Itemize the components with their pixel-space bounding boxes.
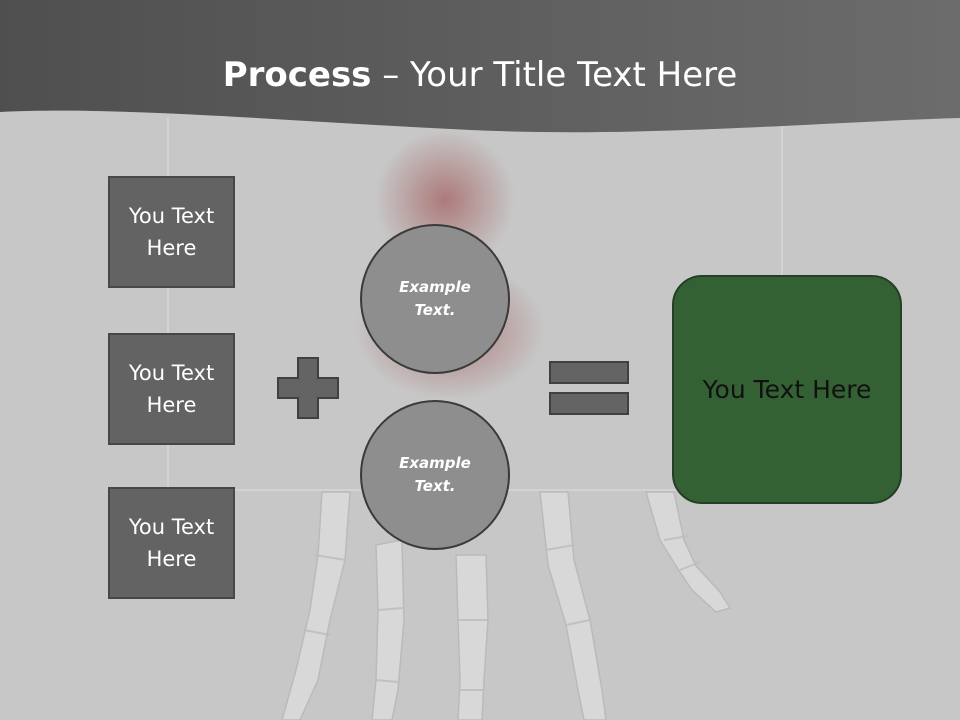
title-rest: – Your Title Text Here bbox=[371, 55, 738, 95]
header-band bbox=[0, 0, 960, 133]
slide-title: Process – Your Title Text Here bbox=[0, 52, 960, 98]
example-circle-1[interactable]: Example Text. bbox=[360, 224, 510, 374]
left-box-2[interactable]: You Text Here bbox=[108, 333, 235, 445]
equals-icon bbox=[549, 361, 629, 415]
title-strong: Process bbox=[222, 55, 372, 95]
finger-bones bbox=[281, 491, 732, 720]
result-box[interactable]: You Text Here bbox=[672, 275, 902, 504]
left-box-1[interactable]: You Text Here bbox=[108, 176, 235, 288]
example-circle-2[interactable]: Example Text. bbox=[360, 400, 510, 550]
bone-joints bbox=[303, 535, 701, 691]
plus-icon bbox=[277, 357, 339, 419]
left-box-3[interactable]: You Text Here bbox=[108, 487, 235, 599]
